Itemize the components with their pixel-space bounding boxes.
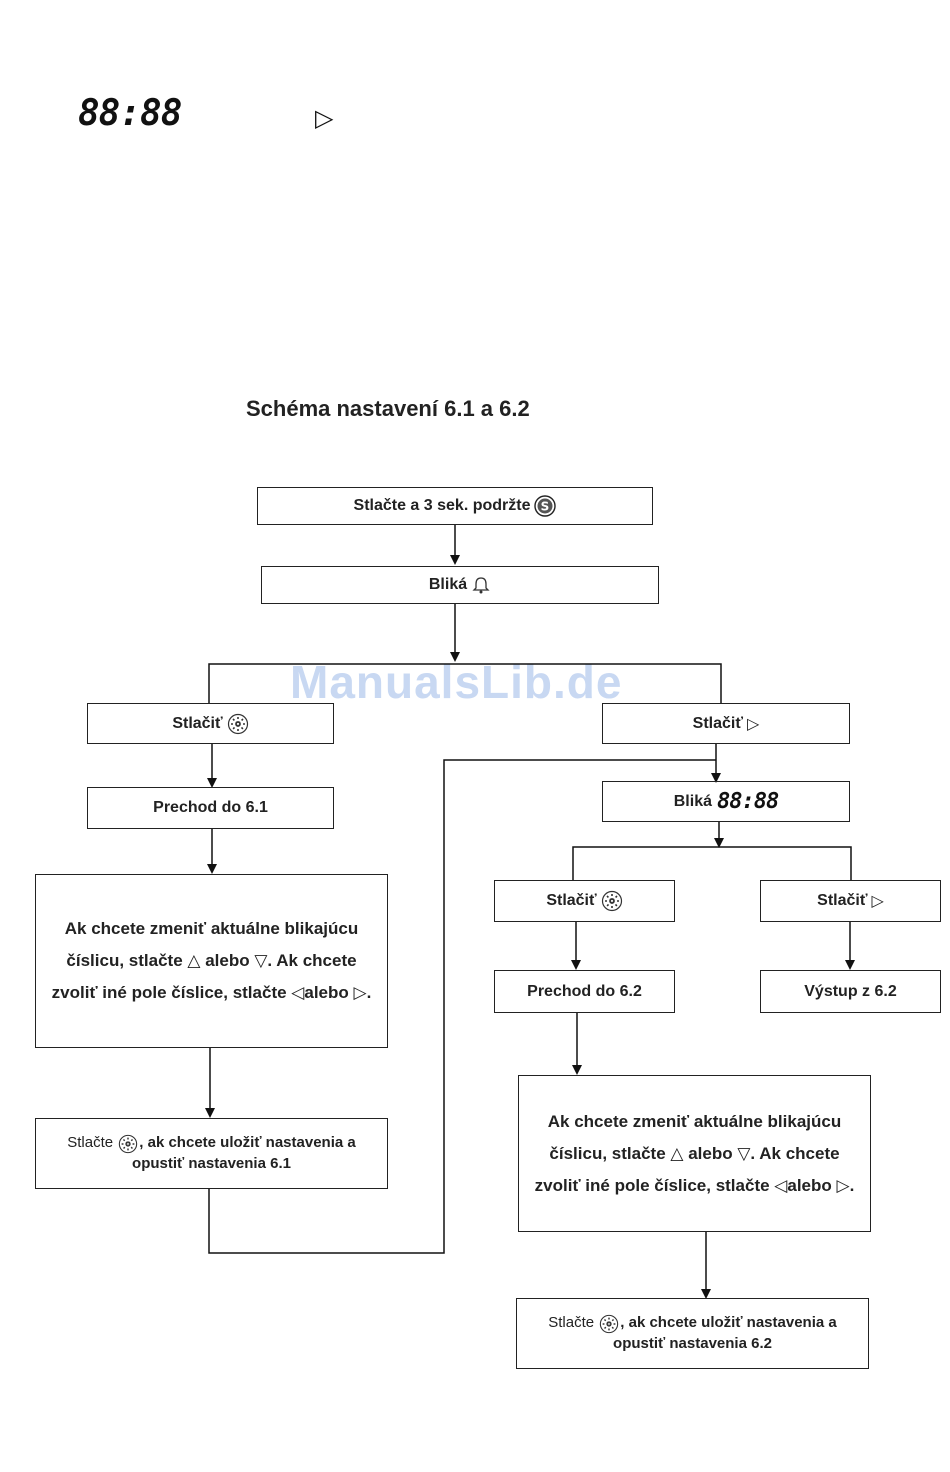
node-press-play-far: Stlačiť ▷ <box>760 880 941 922</box>
instr-text-b: . Ak chcete zvoliť iné pole číslice, stl… <box>51 951 357 1002</box>
svg-text:S: S <box>541 500 550 514</box>
instr-or: alebo <box>205 951 250 970</box>
node-start: Stlačte a 3 sek. podržte S <box>257 487 653 525</box>
node-go-62: Prechod do 6.2 <box>494 970 675 1013</box>
s-button-icon: S <box>534 495 557 517</box>
node-exit-62: Výstup z 6.2 <box>760 970 941 1013</box>
node-press-fan-mid: Stlačiť <box>494 880 675 922</box>
node-blink-display-label: Bliká <box>673 792 712 810</box>
play-icon: ▷ <box>871 893 884 910</box>
node-press-play-right-label: Stlačiť <box>692 714 744 732</box>
instr-text-a: Ak chcete zmeniť aktuálne blikajúcu čísl… <box>64 919 359 970</box>
node-instruction-61-text: Ak chcete zmeniť aktuálne blikajúcu čísl… <box>44 913 379 1009</box>
right-arrow-icon: ▷ <box>836 1175 850 1195</box>
instr-or: alebo <box>688 1143 733 1163</box>
save-61-prefix: Stlačte <box>67 1134 114 1152</box>
node-blink-display: Bliká 88:88 <box>602 781 850 822</box>
node-press-fan-left: Stlačiť <box>87 703 334 744</box>
node-save-62: Stlačte , ak chcete uložiť nastavenia a … <box>516 1298 869 1369</box>
left-arrow-icon: ◁ <box>291 983 305 1002</box>
node-exit-62-label: Výstup z 6.2 <box>804 982 897 1000</box>
instr-end: . <box>849 1175 855 1195</box>
save-62-prefix: Stlačte <box>548 1314 595 1332</box>
node-go-62-label: Prechod do 6.2 <box>527 982 642 1000</box>
display-digits-icon: 88:88 <box>78 93 182 134</box>
node-press-play-far-label: Stlačiť <box>817 892 868 909</box>
instr-or2: alebo <box>787 1175 832 1195</box>
instr-end: . <box>366 983 372 1002</box>
play-icon: ▷ <box>315 105 334 132</box>
seven-segment-display-icon: 88:88 <box>717 789 779 814</box>
fan-icon <box>227 713 248 734</box>
node-blink-bell-label: Bliká <box>428 576 468 593</box>
node-instruction-62: Ak chcete zmeniť aktuálne blikajúcu čísl… <box>518 1075 871 1232</box>
node-go-61-label: Prechod do 6.1 <box>153 799 268 816</box>
node-instruction-62-text: Ak chcete zmeniť aktuálne blikajúcu čísl… <box>527 1106 862 1202</box>
node-press-fan-left-label: Stlačiť <box>172 714 223 732</box>
diagram-title: Schéma nastavení 6.1 a 6.2 <box>246 396 530 421</box>
node-press-fan-mid-label: Stlačiť <box>546 892 597 909</box>
play-icon: ▷ <box>747 715 760 733</box>
up-arrow-icon: △ <box>670 1143 684 1163</box>
node-press-play-right: Stlačiť ▷ <box>602 703 850 744</box>
node-save-62-text: Stlačte , ak chcete uložiť nastavenia a … <box>527 1313 858 1353</box>
down-arrow-icon: ▽ <box>254 951 268 970</box>
right-arrow-icon: ▷ <box>353 983 367 1002</box>
save-61-suffix: , ak chcete uložiť nastavenia a opustiť … <box>132 1134 356 1172</box>
node-blink-bell: Bliká <box>261 566 659 604</box>
node-instruction-61: Ak chcete zmeniť aktuálne blikajúcu čísl… <box>35 874 388 1048</box>
up-arrow-icon: △ <box>187 951 201 970</box>
node-start-label: Stlačte a 3 sek. podržte <box>353 497 531 514</box>
bell-icon <box>472 577 490 594</box>
fan-icon <box>119 1134 138 1153</box>
node-save-61-text: Stlačte , ak chcete uložiť nastavenia a … <box>46 1133 377 1173</box>
node-go-61: Prechod do 6.1 <box>87 787 334 829</box>
node-save-61: Stlačte , ak chcete uložiť nastavenia a … <box>35 1118 388 1189</box>
instr-or2: alebo <box>304 983 349 1002</box>
instr-text-b: . Ak chcete zvoliť iné pole číslice, stl… <box>534 1143 840 1195</box>
instr-text-a: Ak chcete zmeniť aktuálne blikajúcu čísl… <box>547 1111 842 1163</box>
fan-icon <box>600 1314 619 1333</box>
save-62-suffix: , ak chcete uložiť nastavenia a opustiť … <box>613 1314 837 1352</box>
left-arrow-icon: ◁ <box>774 1175 788 1195</box>
fan-icon <box>601 890 622 912</box>
down-arrow-icon: ▽ <box>737 1143 751 1163</box>
